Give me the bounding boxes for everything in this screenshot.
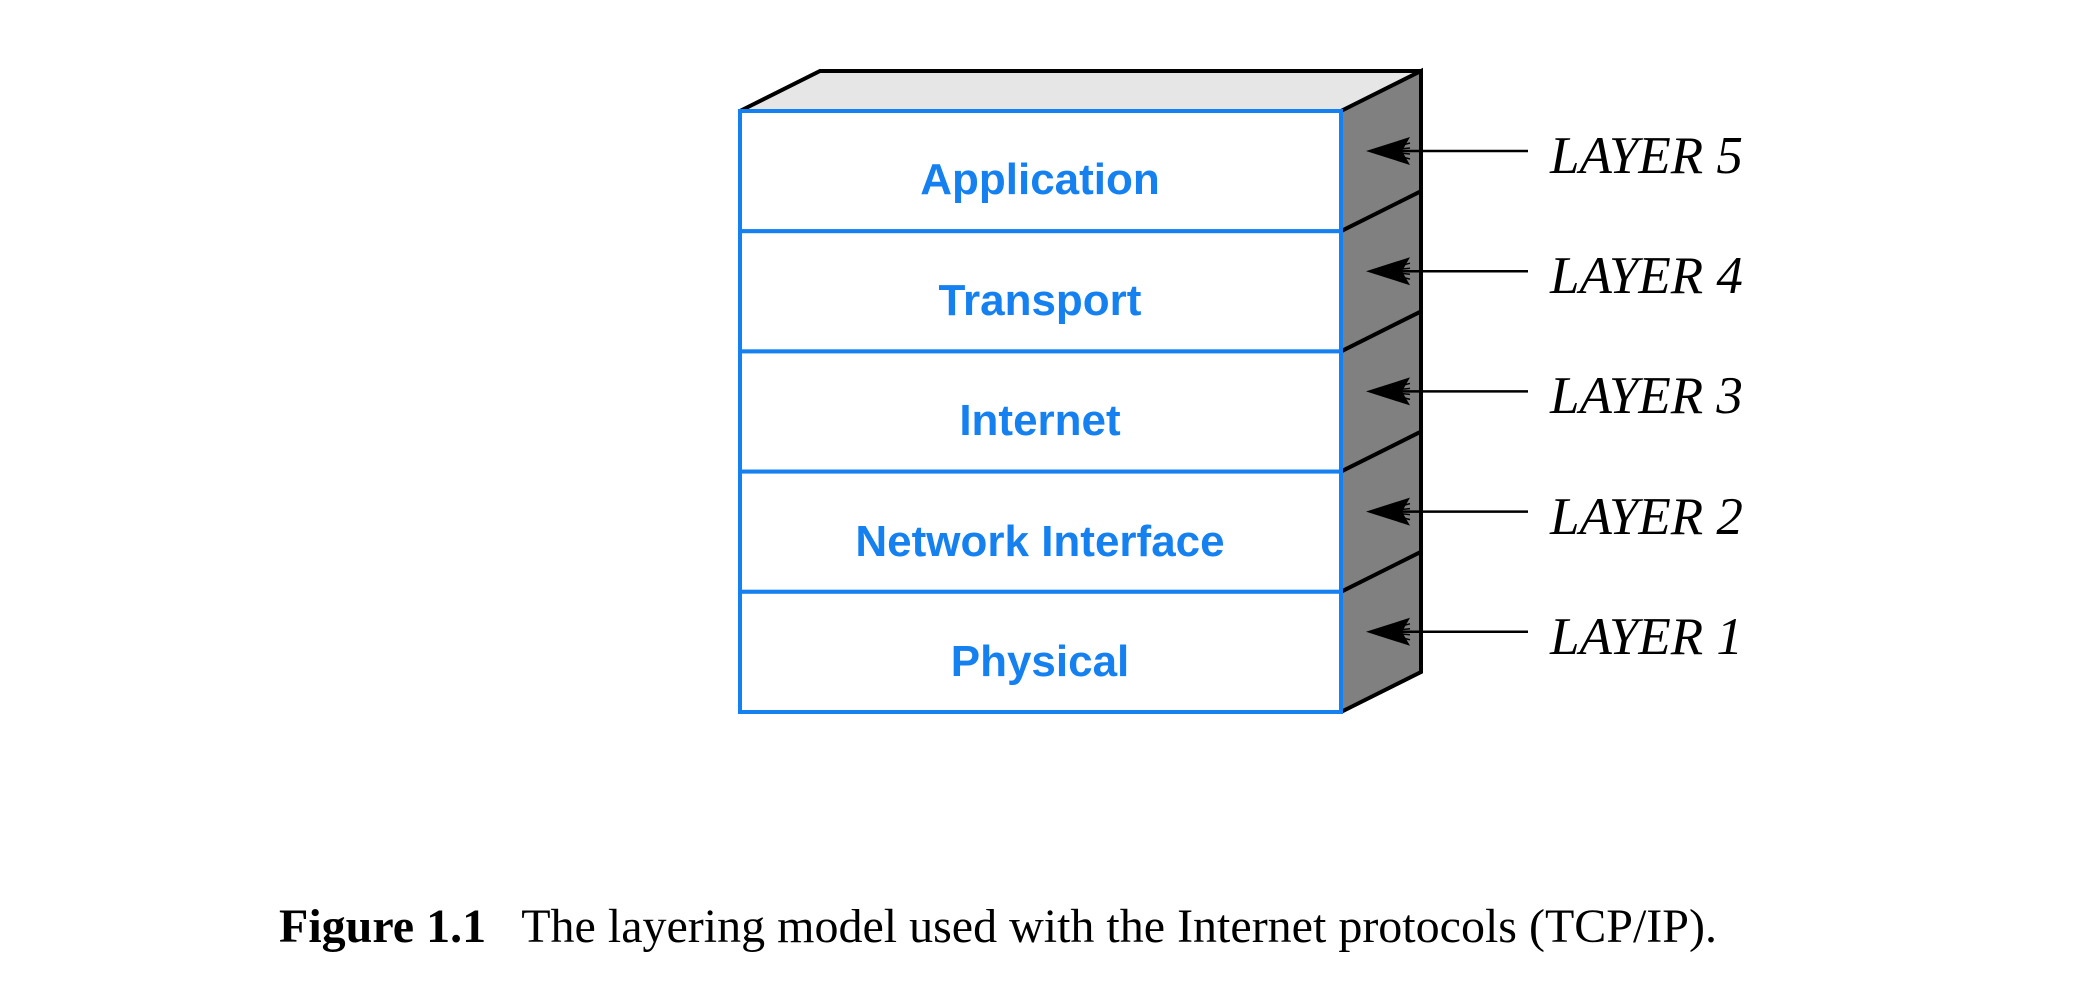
layer-name-network-interface: Network Interface — [855, 517, 1224, 566]
arrowhead-feather — [1379, 507, 1411, 513]
arrowhead-feather — [1379, 510, 1411, 521]
side-divider — [1340, 309, 1422, 354]
figure-caption-text: The layering model used with the Interne… — [521, 900, 1717, 953]
layer-box-transport — [738, 229, 1343, 354]
stack-right-edge — [1340, 67, 1423, 714]
layer-box-application — [738, 109, 1343, 234]
arrowhead-feather — [1379, 387, 1411, 393]
arrowhead-icon — [1366, 497, 1410, 526]
layer-name-physical: Physical — [951, 637, 1130, 686]
arrowhead-feather — [1379, 150, 1411, 155]
layer-label-5: LAYER 5 — [1549, 127, 1743, 185]
side-dividers — [1340, 189, 1422, 594]
arrowhead-feather — [1379, 502, 1411, 513]
side-divider — [1340, 550, 1422, 594]
arrowhead-feather — [1379, 270, 1411, 280]
layer-name-internet: Internet — [959, 396, 1121, 445]
arrowhead-feather — [1379, 142, 1411, 152]
arrowhead-feather — [1379, 270, 1411, 275]
arrowhead-feather — [1379, 623, 1411, 633]
arrowhead-icon — [1366, 377, 1410, 406]
side-divider — [1340, 429, 1422, 474]
front-face — [738, 109, 1343, 714]
arrowhead-feather — [1379, 628, 1411, 633]
layer-arrows — [1366, 137, 1528, 646]
arrowhead-feather — [1379, 390, 1411, 396]
stack-top-face — [740, 71, 1421, 111]
arrowhead-feather — [1379, 267, 1411, 272]
arrowhead-icon — [1366, 617, 1410, 646]
side-divider — [1340, 189, 1422, 233]
arrowhead-feather — [1379, 150, 1411, 160]
figure-caption: Figure 1.1 The layering model used with … — [279, 900, 1717, 953]
figure-number: Figure 1.1 — [279, 900, 486, 953]
layer-label-3: LAYER 3 — [1549, 367, 1743, 425]
arrowhead-feather — [1379, 631, 1411, 641]
layer-box-internet — [738, 349, 1343, 474]
arrowhead-feather — [1379, 510, 1411, 516]
arrowhead-icon — [1366, 257, 1410, 286]
layer-name-transport: Transport — [939, 276, 1142, 325]
layer-label-4: LAYER 4 — [1549, 247, 1743, 305]
layer-box-physical — [738, 589, 1343, 714]
arrowhead-feather — [1379, 262, 1411, 272]
layer-label-2: LAYER 2 — [1549, 488, 1743, 546]
stack-top-edge — [739, 69, 1421, 113]
layer-label-1: LAYER 1 — [1549, 608, 1743, 666]
arrowhead-feather — [1379, 147, 1411, 152]
arrowhead-feather — [1379, 390, 1411, 401]
arrowhead-feather — [1379, 631, 1411, 636]
arrowhead-feather — [1379, 382, 1411, 393]
arrowhead-icon — [1366, 137, 1410, 165]
layer-name-application: Application — [920, 155, 1160, 204]
